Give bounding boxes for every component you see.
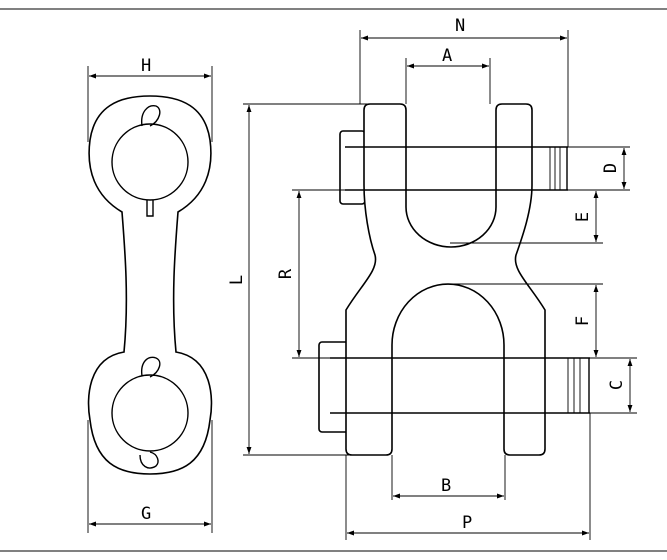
- lower-pin-hole: [111, 374, 189, 452]
- dim-n-label: N: [455, 16, 465, 36]
- link-plate-view: H G: [87, 56, 213, 533]
- upper-retainer-bottom: [146, 200, 154, 217]
- lower-retainer-bottom: [139, 451, 159, 469]
- dim-p-label: P: [462, 513, 472, 533]
- dim-g-label: G: [141, 504, 151, 524]
- upper-retainer-top: [141, 105, 161, 127]
- dim-h-label: H: [141, 56, 151, 76]
- dim-a-label: A: [442, 46, 452, 66]
- dim-f-label: F: [573, 316, 593, 326]
- dim-b-label: B: [441, 476, 451, 496]
- dim-l-label: L: [227, 275, 247, 285]
- lower-retainer-top: [141, 356, 161, 378]
- link-plate-outline: [87, 95, 213, 475]
- dim-e-label: E: [573, 212, 593, 222]
- upper-pin-head: [339, 130, 366, 205]
- lower-pin-head: [318, 341, 350, 433]
- upper-pin-hole: [111, 123, 189, 201]
- dim-r-label: R: [276, 268, 296, 279]
- shackle-side-view: N A B P L R D E: [227, 16, 637, 540]
- dim-c-label: C: [607, 380, 627, 390]
- shackle-body-outline: [345, 103, 546, 456]
- dim-d-label: D: [601, 163, 621, 173]
